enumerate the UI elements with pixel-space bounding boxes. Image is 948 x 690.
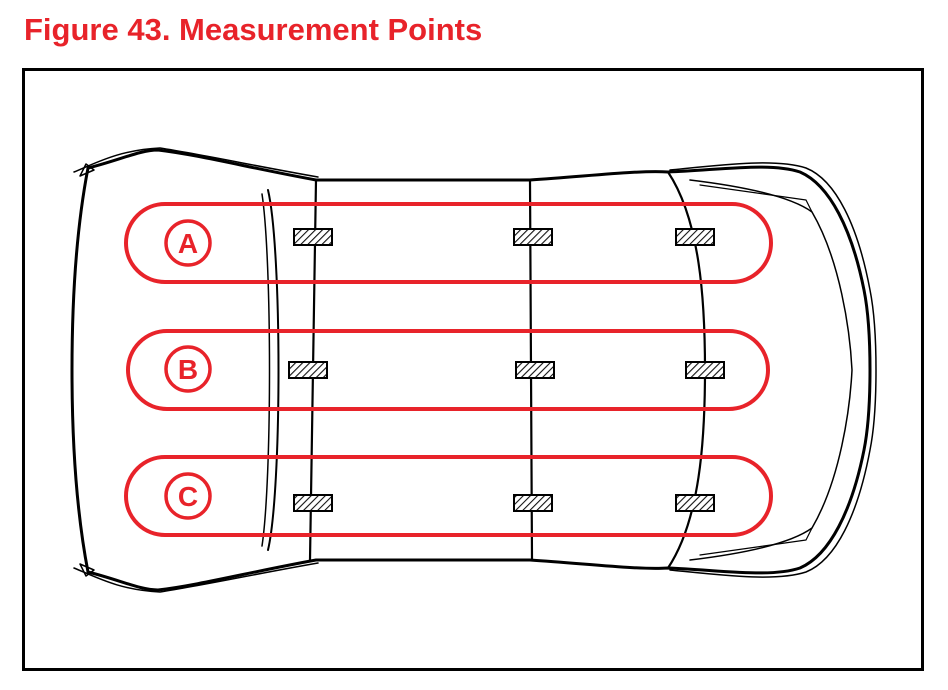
lane-c-label: C (178, 481, 198, 512)
lane-b-label: B (178, 354, 198, 385)
lane-b-marker (164, 345, 212, 393)
measurement-point-a1 (293, 228, 333, 246)
measurement-point-b2 (515, 361, 555, 379)
measurement-point-a2 (513, 228, 553, 246)
measurement-point-b1 (288, 361, 328, 379)
lane-a-label: A (178, 228, 198, 259)
figure-title: Figure 43. Measurement Points (24, 12, 483, 47)
lane-a-band (124, 202, 773, 284)
measurement-point-a3 (675, 228, 715, 246)
lane-c-band (124, 455, 773, 537)
lane-b-band (126, 329, 770, 411)
measurement-point-c1 (293, 494, 333, 512)
measurement-point-c3 (675, 494, 715, 512)
lane-c-marker (164, 472, 212, 520)
lane-a-marker (164, 219, 212, 267)
measurement-point-c2 (513, 494, 553, 512)
measurement-point-b3 (685, 361, 725, 379)
